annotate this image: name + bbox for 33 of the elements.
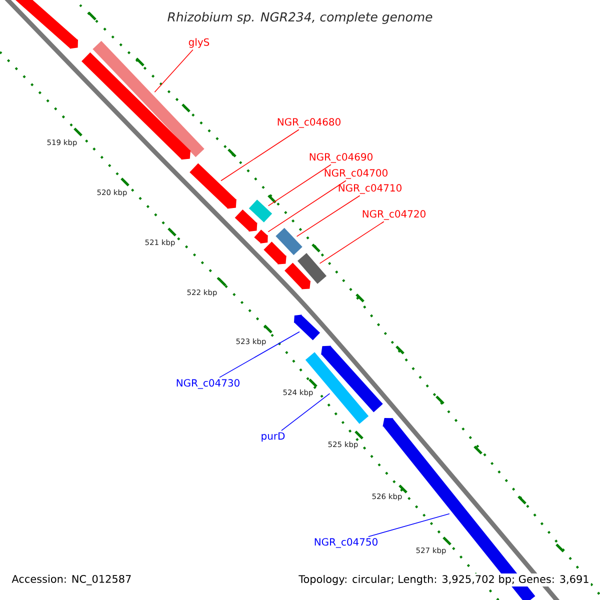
leader-line bbox=[268, 164, 332, 206]
gene-feature bbox=[254, 230, 268, 244]
leader-line bbox=[319, 221, 384, 264]
leader-line bbox=[281, 393, 330, 431]
gene-label: glyS bbox=[188, 38, 210, 48]
gene-label: NGR_c04720 bbox=[362, 210, 426, 220]
leader-line bbox=[368, 513, 450, 538]
title: Rhizobium sp. NGR234, complete genome bbox=[168, 12, 432, 24]
gene-label: purD bbox=[262, 432, 285, 442]
gene-label: NGR_c04730 bbox=[176, 379, 240, 389]
gene-bar bbox=[276, 228, 302, 256]
leader-line bbox=[268, 180, 346, 232]
leader-line bbox=[219, 331, 300, 378]
gene-label: NGR_c04690 bbox=[310, 153, 372, 163]
gene-feature bbox=[13, 0, 78, 49]
leader-line bbox=[220, 129, 300, 182]
footer-text: Accession: NC_012587 bbox=[10, 573, 134, 587]
gene-label: NGR_c04750 bbox=[314, 538, 378, 548]
gene-feature bbox=[321, 346, 383, 412]
gene-feature bbox=[264, 242, 286, 264]
gene-feature bbox=[190, 163, 236, 209]
leader-line bbox=[154, 49, 194, 93]
gene-feature bbox=[294, 314, 320, 340]
footer-text: Topology: circular; Length: 3,925,702 bp; Genes: 3,691 bbox=[297, 573, 591, 587]
gene-feature bbox=[284, 262, 311, 290]
gene-label: NGR_c04700 bbox=[324, 169, 388, 179]
gene-feature bbox=[234, 210, 258, 232]
gene-bar bbox=[248, 200, 272, 222]
gene-label: NGR_c04680 bbox=[278, 118, 340, 128]
gene-bar bbox=[297, 253, 327, 284]
gene-feature bbox=[82, 52, 191, 160]
leader-line bbox=[296, 195, 360, 237]
gene-label: NGR_c04710 bbox=[338, 184, 402, 194]
